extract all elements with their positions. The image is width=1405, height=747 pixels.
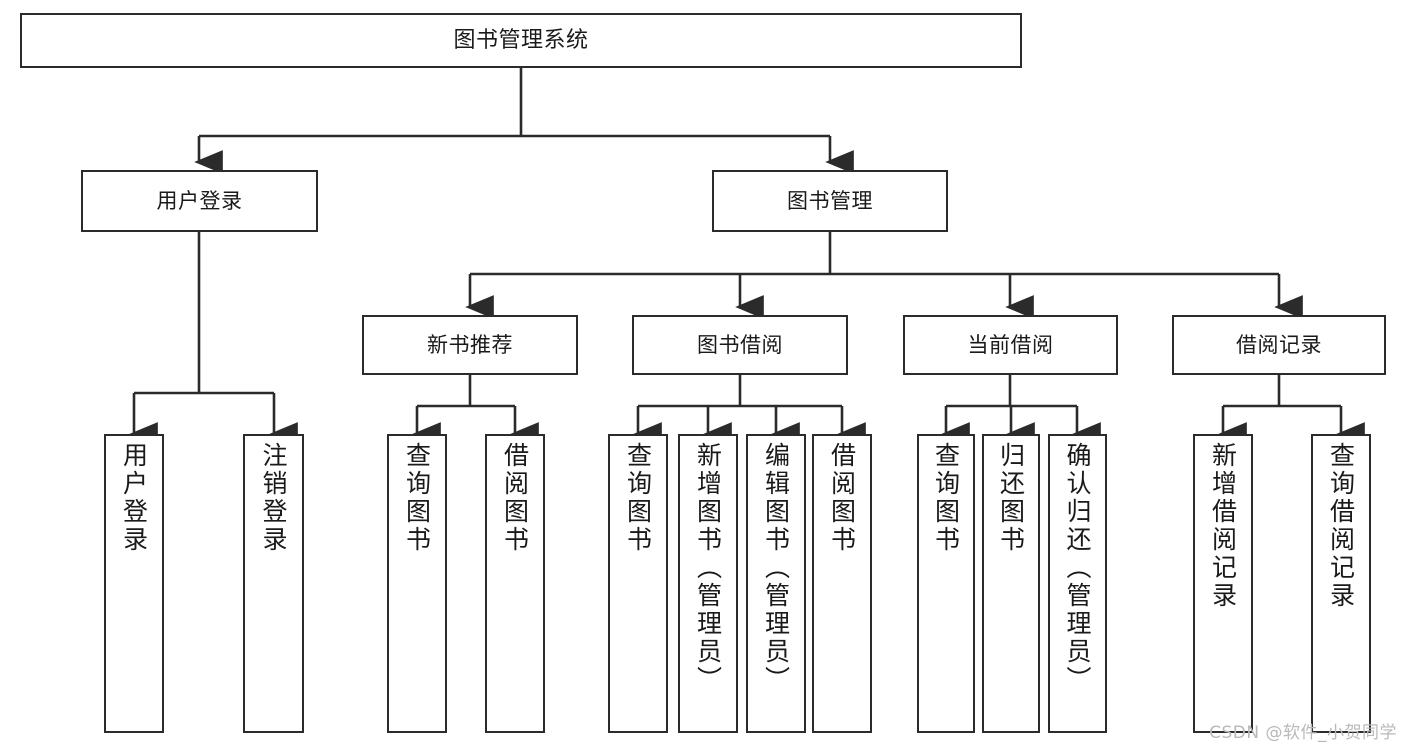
node-label: 借阅图书 (500, 442, 530, 554)
node-label: 查询图书 (931, 442, 961, 554)
node-label: 查询借阅记录 (1326, 442, 1356, 610)
node-label: 查询图书 (623, 442, 653, 554)
node-label: 注销登录 (259, 442, 288, 554)
leaf-edit-book-admin[interactable]: 编辑图书（管理员） (746, 434, 806, 733)
node-borrow-record[interactable]: 借阅记录 (1172, 315, 1386, 375)
node-label: 图书管理 (787, 188, 873, 213)
node-label: 归还图书 (996, 442, 1026, 554)
leaf-query-book-recommend[interactable]: 查询图书 (387, 434, 447, 733)
node-book-borrow[interactable]: 图书借阅 (632, 315, 848, 375)
node-label: 新增借阅记录 (1208, 442, 1238, 610)
node-label: 借阅图书 (827, 442, 857, 554)
node-label: 用户登录 (119, 442, 149, 554)
leaf-logout[interactable]: 注销登录 (243, 434, 304, 733)
node-label: 编辑图书（管理员） (761, 442, 791, 694)
node-label: 新书推荐 (427, 332, 513, 357)
node-book-management-system[interactable]: 图书管理系统 (20, 13, 1022, 68)
leaf-add-book-admin[interactable]: 新增图书（管理员） (678, 434, 738, 733)
leaf-return-book[interactable]: 归还图书 (982, 434, 1040, 733)
leaf-add-borrow-record[interactable]: 新增借阅记录 (1193, 434, 1253, 733)
node-user-login[interactable]: 用户登录 (81, 170, 318, 232)
node-label: 查询图书 (402, 442, 432, 554)
node-label: 新增图书（管理员） (693, 442, 723, 694)
node-label: 图书管理系统 (453, 27, 589, 53)
node-label: 确认归还（管理员） (1063, 442, 1092, 694)
leaf-borrow-book-recommend[interactable]: 借阅图书 (485, 434, 545, 733)
leaf-query-book-borrow[interactable]: 查询图书 (608, 434, 668, 733)
node-label: 当前借阅 (967, 332, 1054, 357)
leaf-query-book-current[interactable]: 查询图书 (917, 434, 975, 733)
leaf-confirm-return-admin[interactable]: 确认归还（管理员） (1048, 434, 1107, 733)
node-label: 用户登录 (156, 188, 243, 213)
leaf-borrow-book[interactable]: 借阅图书 (812, 434, 872, 733)
leaf-user-login[interactable]: 用户登录 (104, 434, 164, 733)
node-new-book-recommend[interactable]: 新书推荐 (362, 315, 578, 375)
node-current-borrow[interactable]: 当前借阅 (903, 315, 1118, 375)
node-book-management[interactable]: 图书管理 (712, 170, 948, 232)
node-label: 借阅记录 (1236, 332, 1322, 357)
node-label: 图书借阅 (697, 332, 783, 357)
leaf-query-borrow-record[interactable]: 查询借阅记录 (1311, 434, 1371, 733)
csdn-watermark: CSDN @软件_小贺同学 (1209, 723, 1397, 743)
